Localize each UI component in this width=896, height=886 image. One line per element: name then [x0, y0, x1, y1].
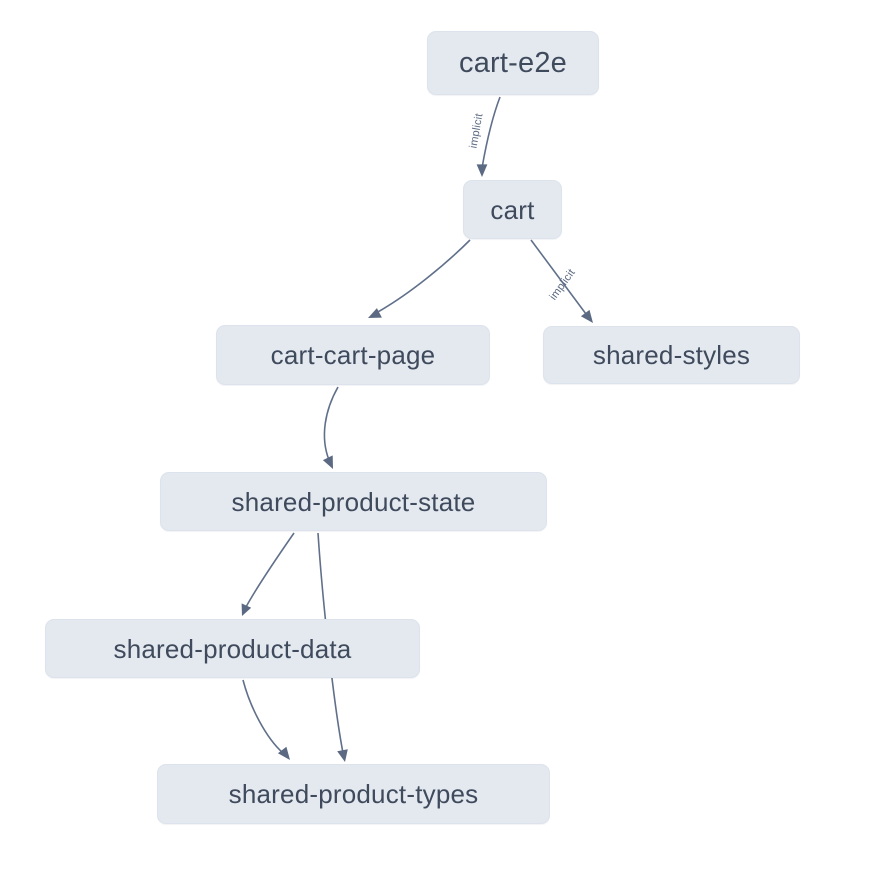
- node-cart[interactable]: cart: [463, 180, 562, 239]
- node-cart-cart-page[interactable]: cart-cart-page: [216, 325, 490, 385]
- edge-arrowhead-icon: [368, 308, 382, 318]
- edge-label-cart-to-shared-styles: implicit: [547, 266, 578, 303]
- node-label: cart: [490, 194, 535, 225]
- node-label: shared-styles: [592, 340, 751, 370]
- node-label: cart-e2e: [459, 46, 567, 79]
- edge-arrowhead-icon: [476, 164, 488, 177]
- edge-line: [245, 532, 295, 608]
- edge-line: [242, 679, 284, 754]
- node-label: shared-product-types: [228, 779, 479, 809]
- edge-arrowhead-icon: [277, 746, 290, 760]
- node-shared-styles[interactable]: shared-styles: [543, 326, 800, 384]
- edge-line: [323, 386, 339, 461]
- node-shared-product-data[interactable]: shared-product-data: [45, 619, 420, 678]
- edge-line: [530, 239, 587, 315]
- edge-label-cart-e2e-to-cart: implicit: [467, 112, 486, 150]
- node-label: shared-product-state: [231, 486, 476, 517]
- edge-arrowhead-icon: [322, 455, 333, 469]
- edge-line: [375, 239, 471, 314]
- edge-arrowhead-icon: [580, 309, 593, 323]
- node-shared-product-state[interactable]: shared-product-state: [160, 472, 547, 531]
- node-cart-e2e[interactable]: cart-e2e: [427, 31, 599, 95]
- node-label: shared-product-data: [113, 633, 352, 664]
- node-shared-product-types[interactable]: shared-product-types: [157, 764, 550, 824]
- node-label: cart-cart-page: [270, 340, 436, 370]
- edge-arrowhead-icon: [337, 749, 348, 762]
- edge-line: [481, 96, 501, 169]
- edge-arrowhead-icon: [241, 603, 252, 616]
